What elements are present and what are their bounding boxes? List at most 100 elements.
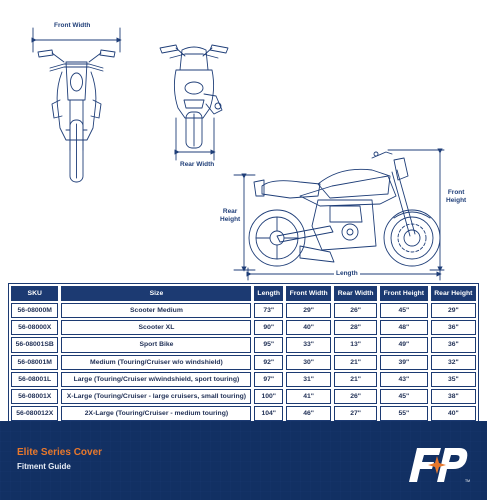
motorcycle-line-drawings bbox=[31, 27, 445, 281]
rear-height-label: Rear Height bbox=[220, 208, 241, 223]
cell-front-height: 48" bbox=[380, 320, 428, 336]
column-gap bbox=[283, 371, 287, 387]
column-header: Size bbox=[61, 286, 252, 301]
cell-sku: 56-08000M bbox=[11, 303, 59, 319]
cell-rear-height: 40" bbox=[430, 406, 476, 422]
cell-length: 97" bbox=[254, 371, 284, 387]
cell-rear-width: 21" bbox=[334, 371, 378, 387]
footer-title: Elite Series Cover bbox=[17, 447, 103, 458]
cell-size: Large (Touring/Cruiser w/windshield, spo… bbox=[61, 371, 252, 387]
column-gap bbox=[377, 320, 381, 336]
rear-view-bike bbox=[159, 44, 229, 161]
cell-length: 90" bbox=[254, 320, 284, 336]
cell-sku: 56-08000X bbox=[11, 320, 59, 336]
trademark-symbol: TM bbox=[465, 479, 471, 483]
cell-front-height: 49" bbox=[380, 337, 428, 353]
cell-rear-height: 36" bbox=[430, 320, 476, 336]
column-gap bbox=[283, 303, 287, 319]
column-gap bbox=[58, 406, 62, 422]
column-gap bbox=[377, 406, 381, 422]
cell-front-width: 31" bbox=[286, 371, 332, 387]
cell-length: 104" bbox=[254, 406, 284, 422]
column-gap bbox=[283, 406, 287, 422]
motorcycle-dimension-diagram: Front Width Rear Width Front Height Rear… bbox=[31, 22, 466, 281]
column-gap bbox=[251, 354, 255, 370]
column-gap bbox=[251, 388, 255, 405]
column-gap bbox=[427, 286, 431, 301]
column-header: Rear Width bbox=[334, 286, 378, 301]
column-header: SKU bbox=[11, 286, 59, 301]
footer-banner: Elite Series Cover Fitment Guide bbox=[0, 421, 487, 500]
cell-sku: 56-080012X bbox=[11, 406, 59, 422]
cell-sku: 56-08001SB bbox=[11, 337, 59, 353]
cell-front-height: 55" bbox=[380, 406, 428, 422]
cell-size: Medium (Touring/Cruiser w/o windshield) bbox=[61, 354, 252, 370]
column-header: Front Width bbox=[286, 286, 332, 301]
cell-length: 95" bbox=[254, 337, 284, 353]
cell-sku: 56-08001L bbox=[11, 371, 59, 387]
column-gap bbox=[251, 320, 255, 336]
cell-front-height: 45" bbox=[380, 388, 428, 405]
column-gap bbox=[283, 354, 287, 370]
column-gap bbox=[58, 371, 62, 387]
column-gap bbox=[251, 303, 255, 319]
column-gap bbox=[283, 337, 287, 353]
column-gap bbox=[427, 406, 431, 422]
column-gap bbox=[58, 337, 62, 353]
cell-rear-width: 27" bbox=[334, 406, 378, 422]
cell-front-width: 41" bbox=[286, 388, 332, 405]
column-gap bbox=[331, 371, 335, 387]
cell-front-width: 30" bbox=[286, 354, 332, 370]
column-gap bbox=[58, 354, 62, 370]
cell-rear-height: 29" bbox=[430, 303, 476, 319]
column-gap bbox=[283, 286, 287, 301]
cell-front-width: 29" bbox=[286, 303, 332, 319]
cell-rear-width: 26" bbox=[334, 303, 378, 319]
column-gap bbox=[331, 406, 335, 422]
column-gap bbox=[331, 337, 335, 353]
column-gap bbox=[331, 286, 335, 301]
front-width-label: Front Width bbox=[54, 22, 91, 29]
cell-size: Scooter Medium bbox=[61, 303, 252, 319]
cell-rear-height: 35" bbox=[430, 371, 476, 387]
column-gap bbox=[377, 286, 381, 301]
column-gap bbox=[251, 337, 255, 353]
cell-length: 92" bbox=[254, 354, 284, 370]
cell-rear-width: 26" bbox=[334, 388, 378, 405]
front-view-bike bbox=[31, 27, 122, 183]
cell-sku: 56-08001X bbox=[11, 388, 59, 405]
cell-front-height: 45" bbox=[380, 303, 428, 319]
column-header: Length bbox=[254, 286, 284, 301]
fp-logo-icon bbox=[409, 448, 468, 482]
cell-rear-height: 38" bbox=[430, 388, 476, 405]
cell-size: 2X-Large (Touring/Cruiser - medium touri… bbox=[61, 406, 252, 422]
column-gap bbox=[283, 388, 287, 405]
column-gap bbox=[251, 371, 255, 387]
column-gap bbox=[283, 320, 287, 336]
column-gap bbox=[58, 388, 62, 405]
cell-front-width: 33" bbox=[286, 337, 332, 353]
cell-front-width: 40" bbox=[286, 320, 332, 336]
column-gap bbox=[377, 354, 381, 370]
cell-front-height: 39" bbox=[380, 354, 428, 370]
column-gap bbox=[427, 320, 431, 336]
cell-rear-width: 13" bbox=[334, 337, 378, 353]
side-view-bike bbox=[233, 148, 445, 281]
length-label: Length bbox=[334, 270, 360, 277]
cell-sku: 56-08001M bbox=[11, 354, 59, 370]
column-gap bbox=[251, 406, 255, 422]
column-gap bbox=[427, 303, 431, 319]
cell-length: 73" bbox=[254, 303, 284, 319]
cell-size: Scooter XL bbox=[61, 320, 252, 336]
column-gap bbox=[427, 337, 431, 353]
